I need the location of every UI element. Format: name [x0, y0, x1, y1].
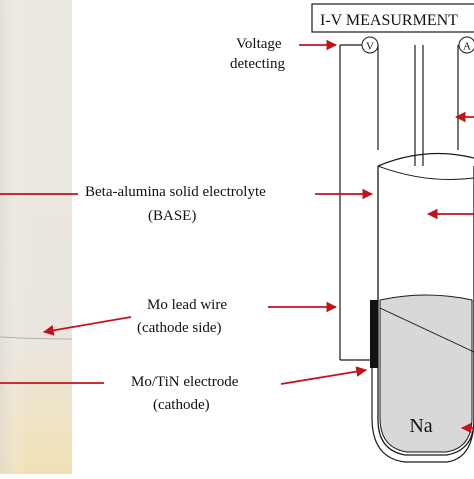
- sodium-fill: [379, 294, 473, 453]
- electrode-strip: [370, 300, 378, 368]
- header-title: I-V MEASURMENT: [320, 12, 458, 29]
- sodium-label: Na: [409, 415, 432, 437]
- photo-wire: [0, 336, 73, 340]
- photo-lead-arrow: [42, 316, 132, 336]
- electrode-arrow: [280, 366, 368, 385]
- voltmeter: V: [361, 36, 379, 54]
- measurement-header: I-V MEASURMENT: [311, 3, 474, 33]
- lead-wire-label: Mo lead wire (cathode side): [137, 297, 227, 336]
- arrows: [0, 39, 474, 434]
- voltage-label: Voltage detecting: [230, 36, 285, 72]
- base-label-line2: (BASE): [148, 208, 196, 224]
- voltage-label-line2: detecting: [230, 56, 285, 72]
- ammeter-symbol: A: [463, 41, 471, 53]
- electrode-label-line1: Mo/TiN electrode: [131, 374, 239, 390]
- base-tube-rim: [377, 152, 474, 167]
- lead-wire-diagonal: [379, 307, 474, 353]
- base-label-line1: Beta-alumina solid electrolyte: [85, 184, 266, 200]
- lead-wire-label-line2: (cathode side): [137, 320, 222, 336]
- electrode-label: Mo/TiN electrode (cathode): [131, 374, 239, 413]
- ammeter: A: [458, 36, 474, 54]
- sodium-region: Na: [379, 294, 474, 453]
- base-label: Beta-alumina solid electrolyte (BASE): [85, 184, 266, 224]
- base-tube-rim-front: [377, 165, 474, 180]
- header-box: [311, 3, 474, 33]
- voltmeter-symbol: V: [366, 41, 374, 53]
- photo-shading: [0, 0, 26, 474]
- photo-panel: [0, 0, 73, 474]
- electrode-label-line2: (cathode): [153, 397, 210, 413]
- lead-wire-label-line1: Mo lead wire: [147, 297, 227, 313]
- ammeter-circle: [458, 36, 474, 54]
- voltage-label-line1: Voltage: [236, 36, 282, 52]
- base-tube-outer-wall: [371, 300, 474, 463]
